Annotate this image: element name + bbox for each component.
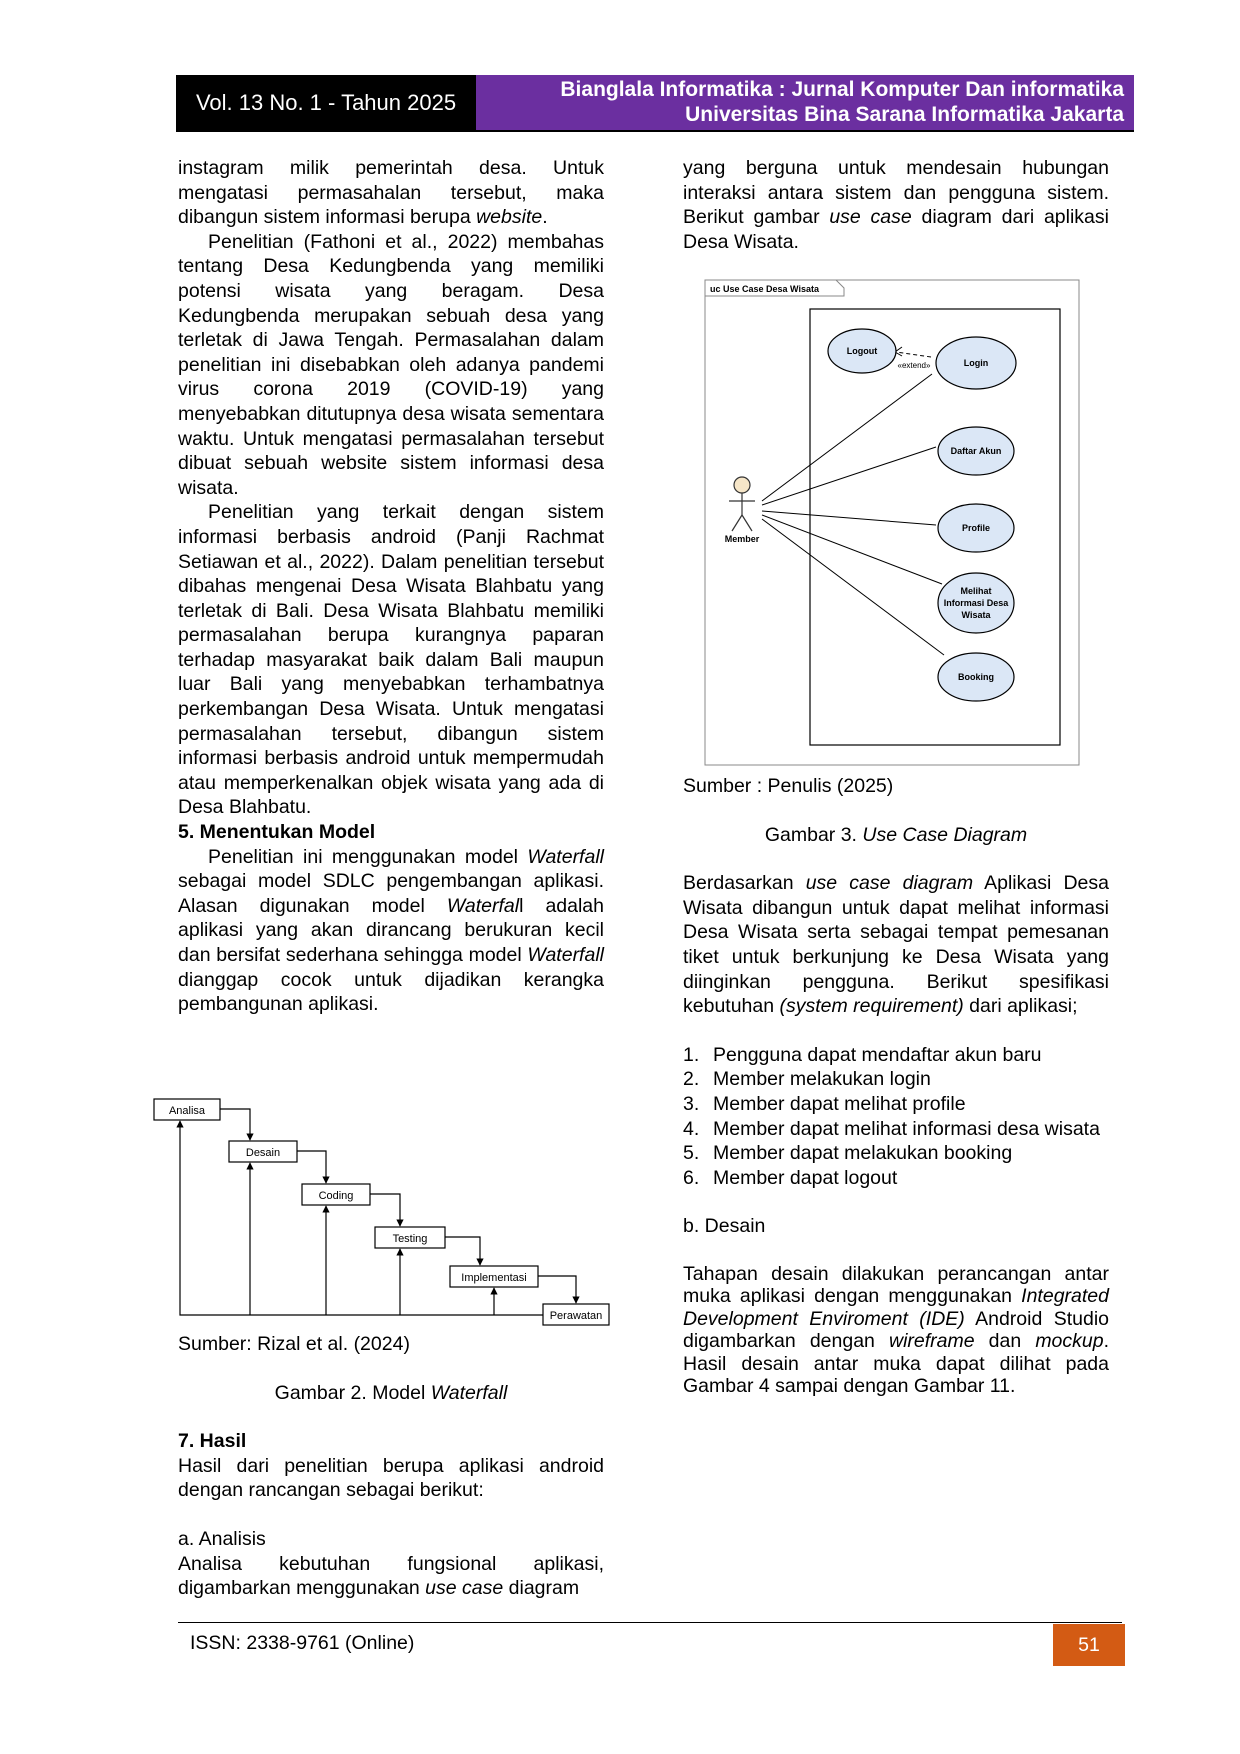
- use-case-diagram: uc Use Case Desa Wisata Member «extend» …: [704, 279, 1080, 766]
- uc-associations: [761, 373, 945, 656]
- list-item: 4.Member dapat melihat informasi desa wi…: [683, 1117, 1100, 1140]
- volume-banner: Vol. 13 No. 1 - Tahun 2025: [176, 75, 476, 130]
- waterfall-label-desain: Desain: [246, 1147, 280, 1159]
- section-5-heading: 5. Menentukan Model: [178, 821, 376, 844]
- left-column-lower: Sumber: Rizal et al. (2024) Gambar 2. Mo…: [178, 1332, 604, 1601]
- requirements-list: 1.Pengguna dapat mendaftar akun baru 2.M…: [683, 1043, 1109, 1191]
- list-item: 3.Member dapat melihat profile: [683, 1092, 966, 1115]
- right-column-lower: Sumber : Penulis (2025) Gambar 3. Use Ca…: [683, 774, 1109, 1398]
- uc-label-daftar-akun: Daftar Akun: [951, 446, 1002, 456]
- section-7-heading: 7. Hasil: [178, 1430, 247, 1453]
- waterfall-forward-arrows: [220, 1108, 580, 1304]
- waterfall-label-testing: Testing: [393, 1233, 428, 1245]
- list-item: 2.Member melakukan login: [683, 1068, 931, 1091]
- left-paragraph-2: Penelitian (Fathoni et al., 2022) membah…: [178, 230, 604, 499]
- journal-banner: Bianglala Informatika : Jurnal Komputer …: [476, 75, 1134, 130]
- uc-system-boundary: [809, 308, 1061, 746]
- page-number: 51: [1078, 1633, 1100, 1656]
- uc-label-login: Login: [964, 358, 989, 368]
- volume-text: Vol. 13 No. 1 - Tahun 2025: [195, 89, 457, 115]
- footer-rule: [178, 1622, 1122, 1623]
- left-paragraph-5: Hasil dari penelitian berupa aplikasi an…: [178, 1454, 604, 1502]
- uc-actor-member: [729, 476, 755, 532]
- uc-ellipses: [827, 328, 1017, 702]
- waterfall-label-perawatan: Perawatan: [550, 1310, 603, 1322]
- footer-issn: ISSN: 2338-9761 (Online): [190, 1632, 415, 1654]
- header-rule: [176, 130, 1134, 132]
- right-paragraph-2: Berdasarkan use case diagram Aplikasi De…: [683, 872, 1109, 1018]
- list-item: 1.Pengguna dapat mendaftar akun baru: [683, 1043, 1042, 1066]
- subsection-b-heading: b. Desain: [683, 1215, 766, 1238]
- right-paragraph-3: Tahapan desain dilakukan perancangan ant…: [683, 1262, 1110, 1398]
- waterfall-label-coding: Coding: [319, 1190, 354, 1202]
- uc-label-booking: Booking: [958, 672, 994, 682]
- subsection-a-heading: a. Analisis: [178, 1527, 266, 1550]
- uc-extend-label: «extend»: [898, 361, 931, 370]
- page-number-badge: 51: [1053, 1624, 1125, 1666]
- waterfall-label-implementasi: Implementasi: [461, 1272, 526, 1284]
- left-paragraph-4: Penelitian ini menggunakan model Waterfa…: [178, 845, 604, 1016]
- left-paragraph-6: Analisa kebutuhan fungsional aplikasi, d…: [178, 1552, 604, 1600]
- uc-label-profile: Profile: [962, 523, 990, 533]
- left-paragraph-3: Penelitian yang terkait dengan sistem in…: [178, 501, 604, 819]
- journal-title: Bianglala Informatika : Jurnal Komputer …: [560, 78, 1124, 101]
- left-paragraph-1: instagram milik pemerintah desa. Untuk m…: [178, 157, 604, 229]
- left-column: instagram milik pemerintah desa. Untuk m…: [178, 156, 604, 1017]
- figure-2-caption: Gambar 2. Model Waterfall: [274, 1381, 508, 1404]
- figure-3-caption: Gambar 3. Use Case Diagram: [764, 823, 1028, 846]
- list-item: 6.Member dapat logout: [683, 1166, 898, 1189]
- uc-label-melihat-1: Melihat: [960, 586, 991, 596]
- uc-frame-tab: [704, 279, 845, 297]
- list-item: 5.Member dapat melakukan booking: [683, 1142, 1013, 1165]
- uc-labels: Logout Login Daftar Akun Profile Melihat…: [847, 346, 1010, 682]
- waterfall-feedback-arrows: [176, 1120, 543, 1316]
- uc-label-logout: Logout: [847, 346, 878, 356]
- uc-label-melihat-2: Informasi Desa: [944, 598, 1010, 608]
- uc-label-melihat-3: Wisata: [962, 610, 992, 620]
- right-column-top: yang berguna untuk mendesain hubungan in…: [683, 156, 1109, 254]
- uc-frame-title: uc Use Case Desa Wisata: [710, 284, 820, 294]
- right-paragraph-1: yang berguna untuk mendesain hubungan in…: [683, 157, 1109, 253]
- figure-3-source: Sumber : Penulis (2025): [683, 775, 894, 797]
- uc-actor-label: Member: [725, 534, 760, 544]
- figure-2-source: Sumber: Rizal et al. (2024): [178, 1333, 410, 1355]
- waterfall-figure: Analisa Desain Coding Testing Implementa…: [153, 1098, 610, 1326]
- waterfall-label-analisa: Analisa: [169, 1105, 206, 1117]
- journal-institution: Universitas Bina Sarana Informatika Jaka…: [685, 103, 1124, 126]
